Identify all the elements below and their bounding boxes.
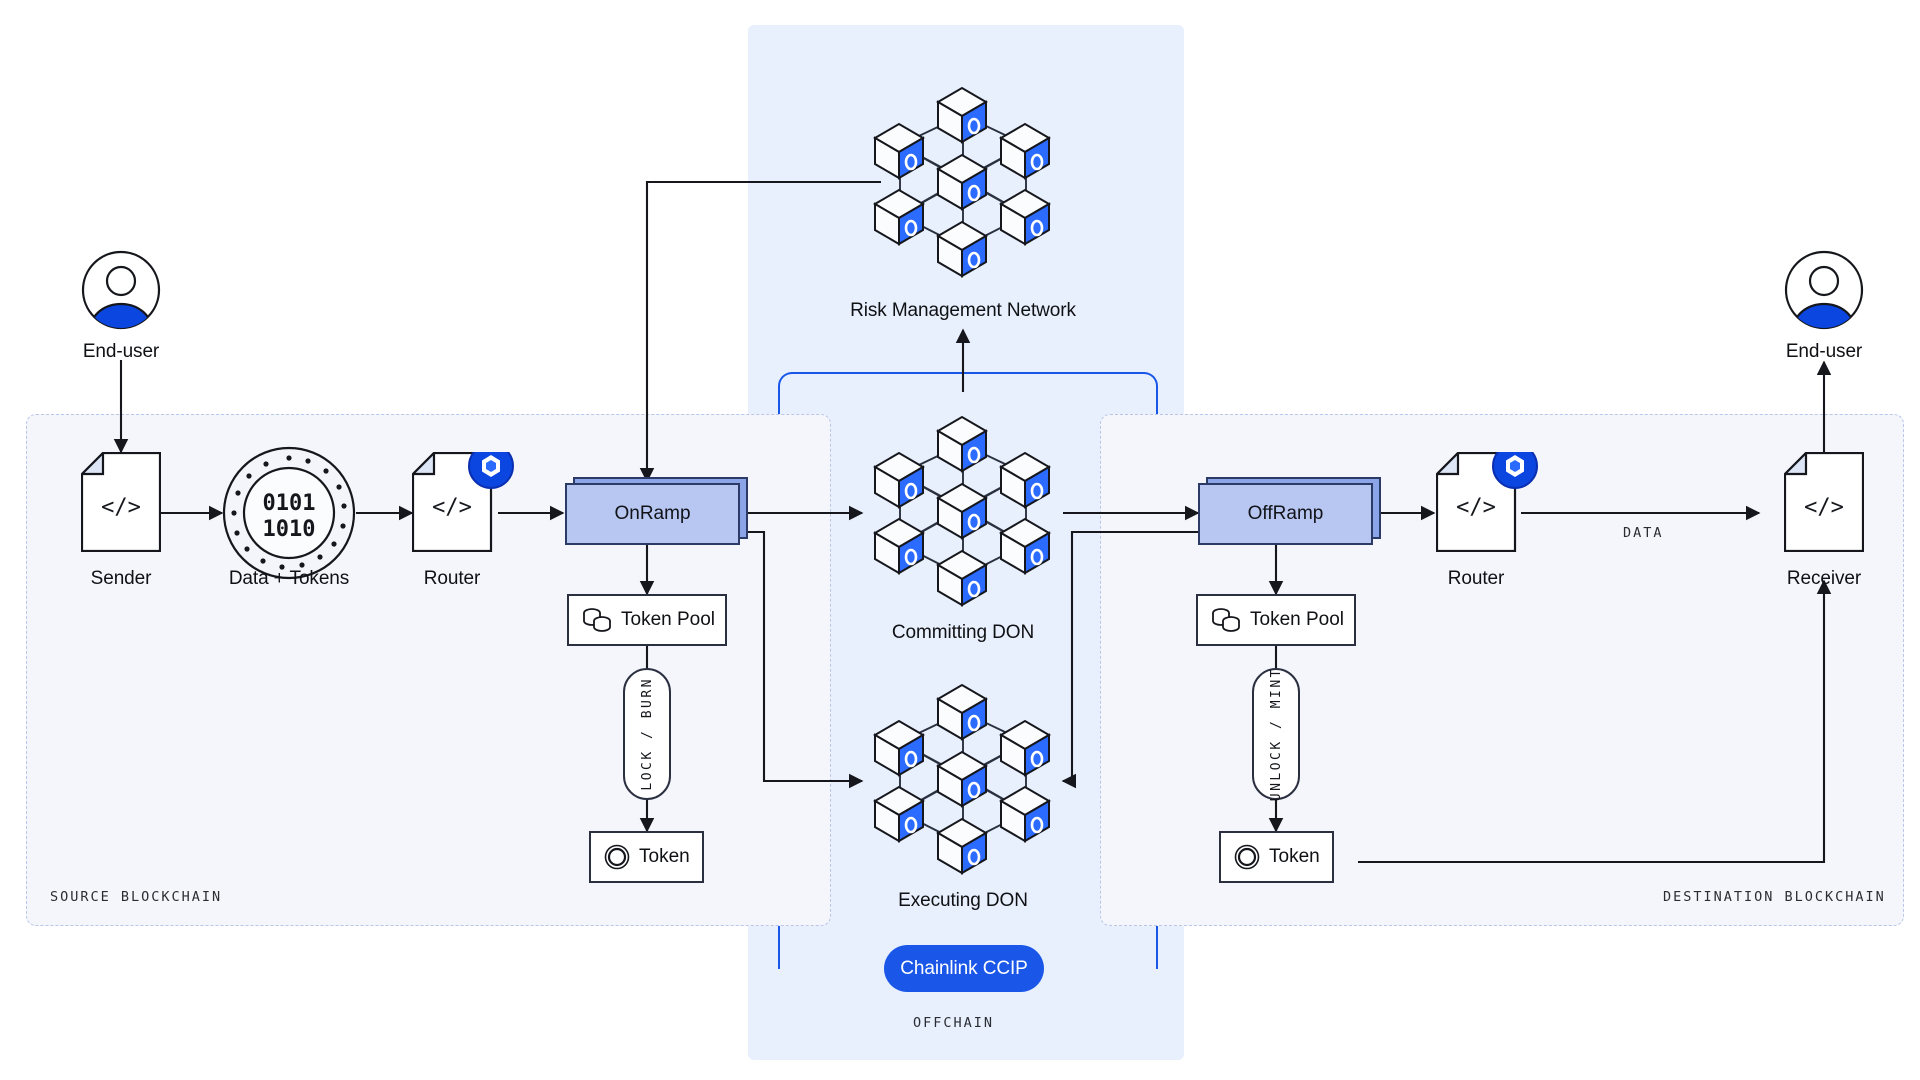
lock-burn-pill: LOCK / BURN: [623, 668, 671, 800]
data-payload-icon: 0101 1010: [222, 446, 356, 580]
wire-onramp-to-executing-don: [742, 530, 864, 789]
offramp-label: OffRamp: [1198, 483, 1373, 545]
don-network-icon: [873, 683, 1051, 875]
source-token-label: Token: [639, 846, 690, 867]
unlock-mint-label: UNLOCK / MINT: [1268, 666, 1284, 802]
svg-text:0101: 0101: [263, 491, 316, 516]
offchain-label: OFFCHAIN: [913, 1015, 995, 1031]
offramp-box[interactable]: OffRamp: [1198, 477, 1381, 545]
dest-end-user-label: End-user: [1785, 341, 1863, 362]
dest-token-pool-box[interactable]: Token Pool: [1196, 594, 1356, 646]
coins-stack-icon: [1212, 608, 1240, 632]
svg-text:1010: 1010: [263, 517, 316, 542]
destination-blockchain-label: DESTINATION BLOCKCHAIN: [1663, 889, 1886, 905]
receiver-label: Receiver: [1786, 568, 1862, 589]
executing-don-label: Executing DON: [898, 890, 1028, 911]
committing-don-node: [860, 404, 1066, 614]
chainlink-ccip-badge[interactable]: Chainlink CCIP: [884, 945, 1044, 992]
code-document-icon: </>: [1782, 450, 1865, 553]
dest-token-label: Token: [1269, 846, 1320, 867]
svg-text:</>: </>: [101, 495, 141, 520]
data-tokens-node: 0101 1010: [222, 446, 356, 585]
source-end-user-avatar: [81, 250, 161, 330]
source-token-pool-label: Token Pool: [621, 609, 716, 630]
code-document-icon: </>: [1434, 443, 1538, 553]
token-ring-icon: [604, 844, 630, 870]
don-network-icon: [873, 86, 1051, 278]
source-router-document: </>: [410, 443, 522, 557]
unlock-mint-pill: UNLOCK / MINT: [1252, 666, 1300, 802]
user-avatar-icon: [81, 250, 161, 330]
don-network-icon: [873, 415, 1051, 607]
coins-stack-icon: [583, 608, 611, 632]
committing-don-label: Committing DON: [891, 622, 1035, 643]
svg-text:</>: </>: [1804, 495, 1844, 520]
code-document-icon: </>: [410, 443, 514, 553]
chainlink-hex-icon: [1492, 443, 1538, 489]
chainlink-hex-icon: [468, 443, 514, 489]
dest-end-user-avatar: [1784, 250, 1864, 330]
user-avatar-icon: [1784, 250, 1864, 330]
chainlink-ccip-label: Chainlink CCIP: [900, 957, 1028, 979]
receiver-document: </>: [1782, 450, 1865, 557]
data-edge-label: DATA: [1623, 525, 1664, 541]
source-end-user-label: End-user: [82, 341, 160, 362]
dest-token-box[interactable]: Token: [1219, 831, 1334, 883]
source-token-pool-box[interactable]: Token Pool: [567, 594, 727, 646]
risk-management-network-label: Risk Management Network: [850, 300, 1076, 321]
executing-don-node: [860, 672, 1066, 882]
token-ring-icon: [1234, 844, 1260, 870]
data-tokens-label: Data + Tokens: [228, 568, 350, 589]
onramp-box[interactable]: OnRamp: [565, 477, 748, 545]
lock-burn-label: LOCK / BURN: [639, 677, 655, 791]
dest-router-document: </>: [1434, 443, 1546, 557]
risk-management-network-node: [860, 75, 1066, 285]
wire-token-to-receiver: [1358, 579, 1832, 864]
sender-document: </>: [79, 450, 162, 557]
code-document-icon: </>: [79, 450, 162, 553]
svg-text:</>: </>: [1456, 495, 1496, 520]
source-router-label: Router: [423, 568, 481, 589]
dest-router-label: Router: [1447, 568, 1505, 589]
sender-label: Sender: [90, 568, 152, 589]
dest-token-pool-label: Token Pool: [1250, 609, 1345, 630]
wire-executing-don-to-offramp: [1061, 530, 1198, 789]
source-token-box[interactable]: Token: [589, 831, 704, 883]
svg-text:</>: </>: [432, 495, 472, 520]
source-blockchain-label: SOURCE BLOCKCHAIN: [50, 889, 223, 905]
onramp-label: OnRamp: [565, 483, 740, 545]
wire-rmn-to-onramp: [639, 180, 881, 483]
